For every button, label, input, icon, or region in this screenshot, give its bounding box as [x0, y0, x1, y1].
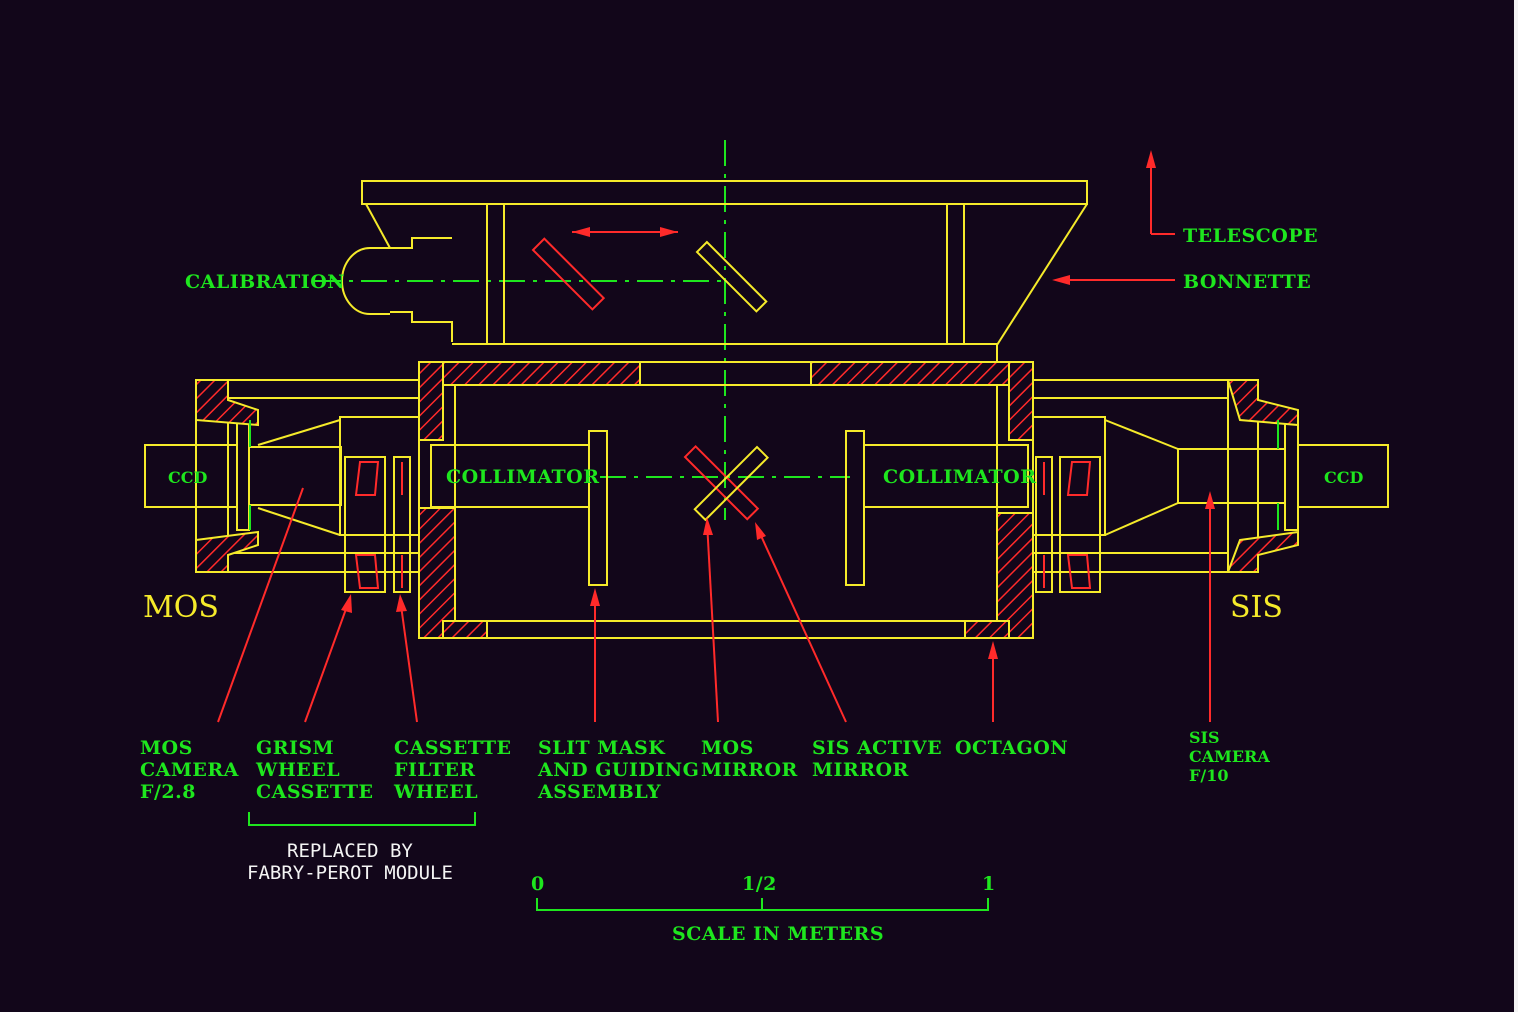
scale-tick-half: 1/2: [742, 873, 777, 895]
svg-text:FILTER: FILTER: [394, 759, 476, 781]
svg-text:F/10: F/10: [1189, 766, 1228, 785]
bonnette-mirror: [695, 240, 768, 313]
svg-text:ASSEMBLY: ASSEMBLY: [537, 781, 661, 803]
label-mos-camera: MOS CAMERA F/2.8: [140, 737, 239, 803]
scale-tick-0: 0: [531, 873, 545, 895]
bonnette-top-plate: [361, 180, 1088, 205]
bonnette-right-wall: [996, 203, 1088, 346]
label-collimator-left: COLLIMATOR: [446, 466, 600, 488]
replaced-by-bracket: [248, 812, 476, 826]
svg-text:GRISM: GRISM: [256, 737, 334, 759]
scale-bar: 0 1/2 1 SCALE IN METERS: [531, 873, 996, 945]
svg-text:CASSETTE: CASSETTE: [256, 781, 373, 803]
right-edge-border: [1514, 0, 1518, 1012]
calibration-housing-bottom: [390, 311, 453, 342]
replaced-by-line2: FABRY-PEROT MODULE: [247, 862, 453, 884]
label-cassette-filter: CASSETTE FILTER WHEEL: [393, 737, 511, 803]
bonnette-structure: [341, 180, 1088, 362]
calibration-mirror: [531, 237, 606, 311]
svg-text:MIRROR: MIRROR: [812, 759, 909, 781]
label-mos-mirror: MOS MIRROR: [701, 737, 798, 781]
label-collimator-right: COLLIMATOR: [883, 466, 1037, 488]
label-bonnette: BONNETTE: [1183, 271, 1311, 293]
cassette-filter-wheel: [393, 456, 411, 593]
label-ccd-right: CCD: [1324, 468, 1363, 487]
label-slit-mask: SLIT MASK AND GUIDING ASSEMBLY: [537, 737, 699, 803]
internal-optics: [430, 430, 1029, 586]
bonnette-left-wall: [365, 203, 391, 249]
svg-text:MOS: MOS: [140, 737, 193, 759]
label-mos: MOS: [143, 590, 219, 625]
octagon-structure: [418, 361, 1034, 639]
optical-axes: [315, 140, 850, 520]
collimator-right-plate: [845, 430, 865, 586]
label-octagon: OCTAGON: [955, 737, 1068, 759]
svg-text:CAMERA: CAMERA: [140, 759, 239, 781]
svg-text:CAMERA: CAMERA: [1189, 747, 1270, 766]
replaced-by-line1: REPLACED BY: [287, 840, 413, 862]
bonnette-right-post: [946, 203, 965, 345]
bonnette-left-post: [486, 203, 505, 345]
label-sis-active-mirror: SIS ACTIVE MIRROR: [812, 737, 942, 781]
svg-text:CASSETTE: CASSETTE: [394, 737, 511, 759]
svg-text:WHEEL: WHEEL: [255, 759, 340, 781]
sis-arm: [1032, 379, 1389, 593]
svg-text:F/2.8: F/2.8: [140, 781, 196, 803]
calibration-lamp: [341, 247, 390, 315]
label-calibration: CALIBRATION: [185, 271, 345, 293]
svg-text:SIS ACTIVE: SIS ACTIVE: [812, 737, 942, 759]
label-telescope: TELESCOPE: [1183, 225, 1318, 247]
svg-text:MOS: MOS: [701, 737, 754, 759]
label-sis-camera: SIS CAMERA F/10: [1189, 728, 1270, 785]
label-grism-wheel: GRISM WHEEL CASSETTE: [255, 737, 373, 803]
svg-text:MIRROR: MIRROR: [701, 759, 798, 781]
svg-text:SLIT MASK: SLIT MASK: [538, 737, 666, 759]
grism-wheel: [344, 456, 386, 593]
scale-tick-1: 1: [982, 873, 996, 895]
calibration-housing-top: [390, 237, 452, 249]
pointers: [217, 150, 1215, 723]
label-ccd-left: CCD: [168, 468, 207, 487]
label-sis: SIS: [1230, 590, 1283, 625]
scale-caption: SCALE IN METERS: [672, 923, 884, 945]
svg-text:WHEEL: WHEEL: [393, 781, 478, 803]
svg-text:SIS: SIS: [1189, 728, 1220, 747]
svg-text:AND GUIDING: AND GUIDING: [537, 759, 699, 781]
mos-arm: [144, 379, 420, 593]
mos-mirror: [693, 445, 770, 522]
collimator-right: [863, 444, 1029, 508]
slit-mask-plate: [588, 430, 608, 586]
